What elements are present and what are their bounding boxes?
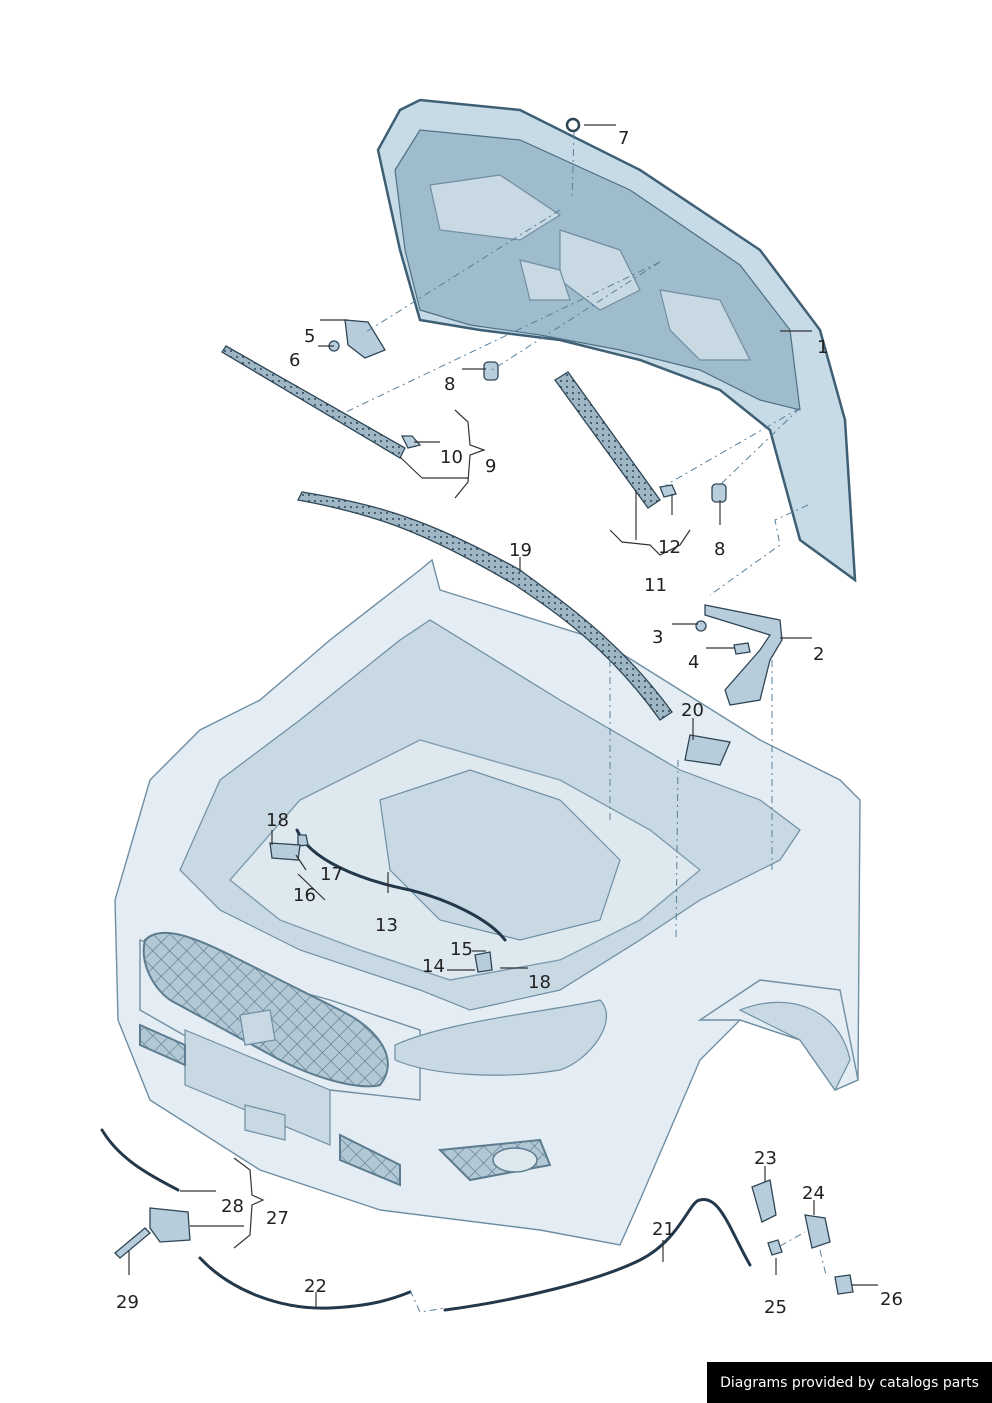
callout-12: 12 (658, 537, 681, 558)
clip-26 (834, 1274, 854, 1295)
bolt-29 (114, 1227, 151, 1259)
callout-23: 23 (754, 1148, 777, 1169)
callout-labels: 1 2 3 4 5 6 7 8 8 9 10 11 12 13 14 15 16… (116, 128, 903, 1318)
hinge-2 (704, 604, 783, 706)
clip-12 (659, 484, 677, 498)
callout-20: 20 (681, 700, 704, 721)
ring-7 (565, 117, 581, 133)
callout-5: 5 (304, 326, 315, 347)
callout-11: 11 (644, 575, 667, 596)
bumper-8a (483, 361, 499, 381)
seal-19 (297, 491, 673, 721)
callout-3: 3 (652, 627, 663, 648)
cable-28 (100, 1128, 180, 1192)
bolt-4 (733, 642, 751, 655)
callout-1: 1 (817, 337, 828, 358)
callout-28: 28 (221, 1196, 244, 1217)
bumper-8b (711, 483, 727, 503)
nut-3 (695, 620, 707, 632)
footer-credit-text: Diagrams provided by catalogs parts (720, 1374, 979, 1391)
callout-16: 16 (293, 885, 316, 906)
callout-21: 21 (652, 1219, 675, 1240)
callout-13: 13 (375, 915, 398, 936)
callout-18a: 18 (266, 810, 289, 831)
hood-panel (376, 98, 857, 583)
bracket-16 (269, 842, 301, 861)
callout-17: 17 (320, 864, 343, 885)
bracket-14 (474, 951, 493, 973)
lock-27 (149, 1207, 191, 1243)
callout-7: 7 (618, 128, 629, 149)
clip-10 (400, 435, 422, 449)
callout-24: 24 (802, 1183, 825, 1204)
callout-27: 27 (266, 1208, 289, 1229)
callout-14: 14 (422, 956, 445, 977)
vehicle-front-body (114, 558, 861, 1246)
cable-21 (443, 1198, 752, 1312)
bracket-24 (804, 1214, 831, 1249)
callout-25: 25 (764, 1297, 787, 1318)
callout-8a: 8 (444, 374, 455, 395)
bolt-25 (767, 1239, 783, 1256)
callout-6: 6 (289, 350, 300, 371)
clip-17 (297, 834, 309, 847)
callout-29: 29 (116, 1292, 139, 1313)
cable-13 (295, 828, 507, 942)
callout-2: 2 (813, 644, 824, 665)
callout-15: 15 (450, 939, 473, 960)
callout-8b: 8 (714, 539, 725, 560)
callout-9: 9 (485, 456, 496, 477)
cable-22 (198, 1256, 412, 1310)
callout-18b: 18 (528, 972, 551, 993)
assembly-guides (345, 131, 827, 1313)
leader-lines (128, 124, 878, 1308)
seal-11 (554, 371, 661, 509)
callout-4: 4 (688, 652, 699, 673)
seal-9 (221, 345, 406, 459)
bracket-5 (344, 319, 386, 359)
callout-19: 19 (509, 540, 532, 561)
footer-credit-banner: Diagrams provided by catalogs parts (707, 1362, 992, 1403)
latch-part-20 (684, 734, 731, 766)
callout-10: 10 (440, 447, 463, 468)
handle-23 (751, 1179, 777, 1223)
callout-26: 26 (880, 1289, 903, 1310)
callout-22: 22 (304, 1276, 327, 1297)
